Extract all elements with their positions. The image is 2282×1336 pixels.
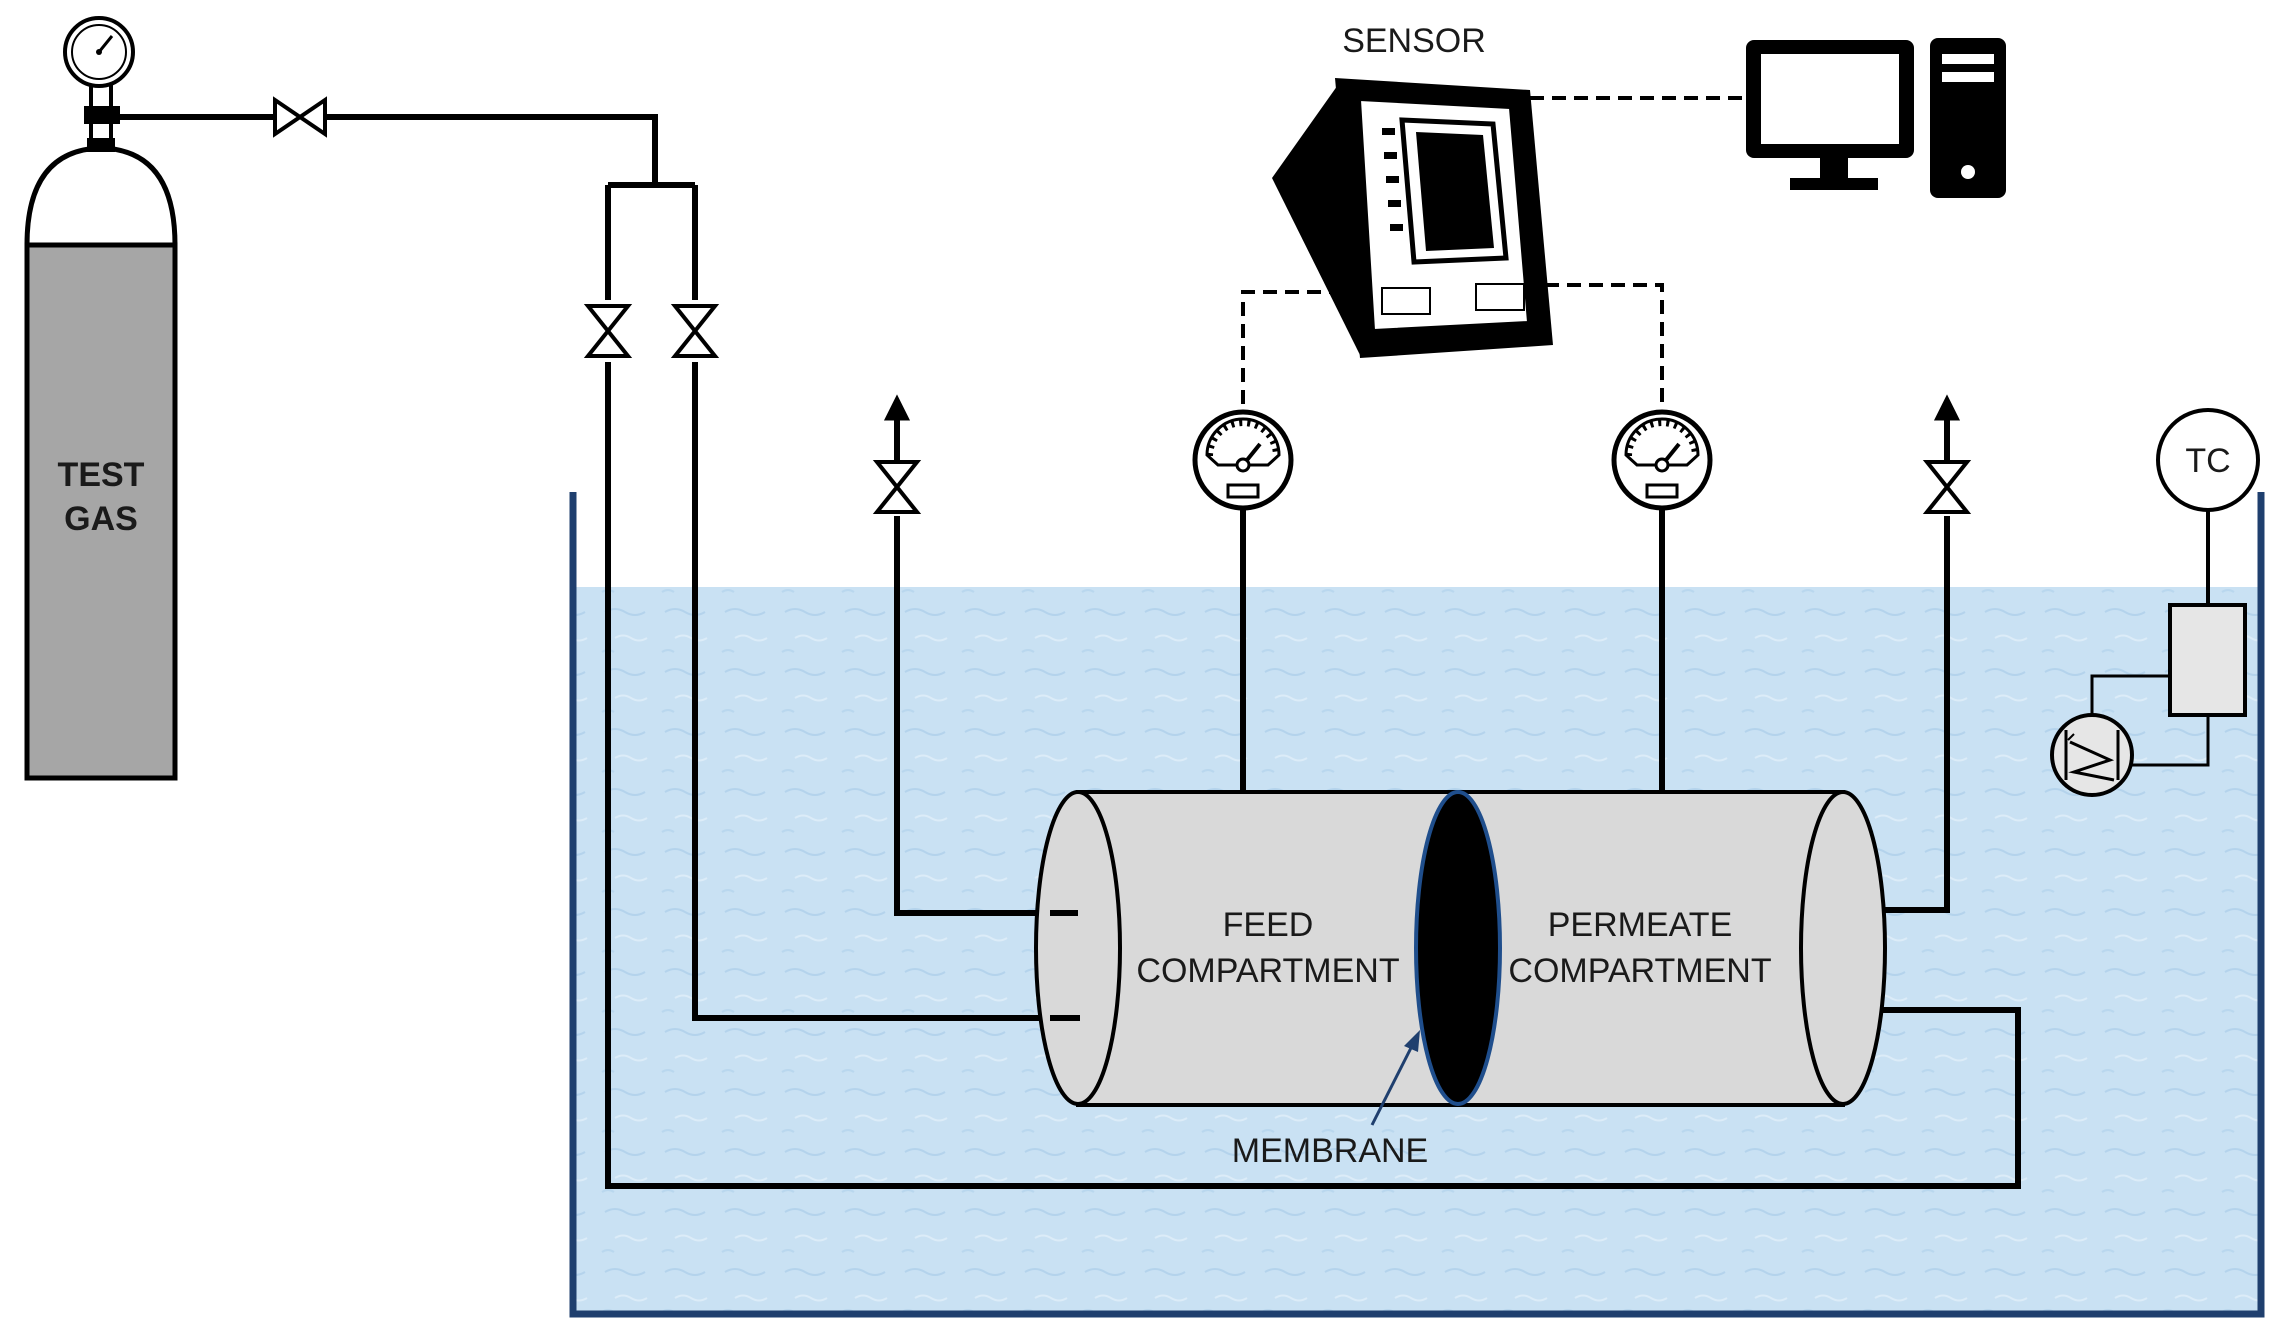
piping <box>120 114 2210 1189</box>
tc-icon <box>2156 408 2260 512</box>
sensor-icon: SENSOR <box>1272 22 1553 358</box>
cell-right-end <box>1799 790 1887 1106</box>
cell-left-end <box>1034 790 1122 1106</box>
sensor-to-permeate-gauge <box>1545 283 1664 404</box>
feed-valve-icon <box>670 304 720 358</box>
bypass-valve-icon <box>583 304 633 358</box>
regulator-block <box>84 106 120 124</box>
valves <box>273 96 1972 514</box>
sensor-to-feed-gauge <box>1241 290 1350 404</box>
bypass-line <box>605 185 2021 1189</box>
test-gas-label-line2: GAS <box>64 500 138 538</box>
feed-inlet-line <box>692 185 1080 1021</box>
feed-label-line1: FEED <box>1223 906 1314 944</box>
membrane-label: MEMBRANE <box>1232 1132 1428 1170</box>
supply-valve-icon <box>273 96 327 138</box>
sensor-label: SENSOR <box>1342 22 1486 60</box>
feed-vent-valve-icon <box>872 460 922 514</box>
computer-icon <box>1746 38 2006 198</box>
feed-label-line2: COMPARTMENT <box>1136 952 1399 990</box>
membrane-pointer: MEMBRANE <box>1232 1030 1428 1170</box>
permeate-vent-valve-icon <box>1922 460 1972 514</box>
permeation-cell: FEED COMPARTMENT PERMEATE COMPARTMENT <box>1034 790 1887 1107</box>
controller-box-icon <box>2168 603 2247 717</box>
cylinder-body <box>24 242 178 781</box>
permeate-label-line1: PERMEATE <box>1548 906 1733 944</box>
feed-pressure-gauge-icon <box>1192 409 1294 511</box>
regulator-gauge-icon <box>63 16 135 88</box>
permeate-pressure-gauge-icon <box>1611 409 1713 511</box>
gas-cylinder: TEST GAS <box>24 16 178 781</box>
heater-icon <box>2050 713 2134 797</box>
vent-arrows <box>883 394 1961 421</box>
tank-wall <box>569 492 2265 1318</box>
signal-lines <box>1241 96 1745 404</box>
test-gas-label-line1: TEST <box>58 456 145 494</box>
supply-line <box>120 114 658 185</box>
tc-label: TC <box>2185 442 2230 480</box>
permeate-label-line2: COMPARTMENT <box>1508 952 1771 990</box>
temperature-controller: TC <box>2050 408 2260 797</box>
membrane <box>1414 790 1502 1106</box>
